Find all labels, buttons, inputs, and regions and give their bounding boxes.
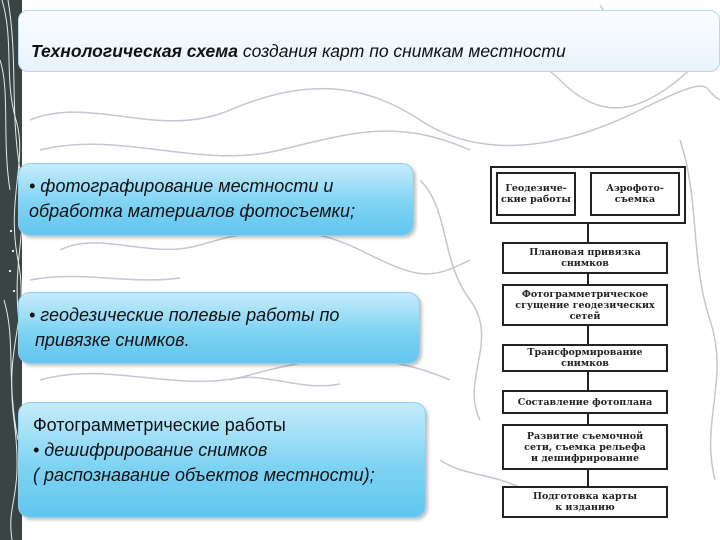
geodetic-bullet-box: • геодезические полевые работы по привяз… (18, 292, 420, 364)
photogrammetry-heading: Фотограмметрические работы (33, 415, 286, 435)
survey-development-line-1: Развитие съемочной (526, 430, 644, 442)
survey-development-line-2: сети, съемка рельефа (524, 441, 646, 453)
title-bold-part: Технологическая схема (31, 41, 238, 61)
geodetic-works-line-2: ские работы (501, 194, 571, 205)
photogrammetry-bullet-box: Фотограмметрические работы • дешифрирова… (18, 402, 426, 518)
survey-development-line-3: и дешифрирование (530, 452, 639, 464)
geodetic-line-1: • геодезические полевые работы по (29, 305, 340, 325)
technology-flowchart: Геодезиче-ские работы Аэрофото-съемка Пл… (490, 166, 686, 524)
planned-tie-line-1: Плановая привязка (529, 247, 641, 258)
densification-line-3: сетей (569, 310, 601, 322)
planned-tie-line-2: снимков (561, 258, 609, 269)
geodetic-line-2: привязке снимков. (35, 330, 190, 350)
slide-title: Технологическая схема создания карт по с… (18, 10, 720, 72)
aerial-survey-line-1: Аэрофото- (606, 183, 664, 194)
transformation-line-1: Трансформирование (527, 347, 643, 358)
left-edge-photo-strip (0, 0, 22, 540)
densification-line-2: сгущение геодезических (515, 299, 655, 311)
transformation-line-2: снимков (561, 358, 609, 369)
photography-line-1: • фотографирование местности и (29, 176, 334, 196)
aerial-survey-line-2: съемка (614, 194, 656, 205)
flowchart-connectors (490, 166, 686, 486)
photography-bullet-box: • фотографирование местности и обработка… (18, 163, 414, 236)
geodetic-works-box: Геодезиче-ские работы (496, 172, 576, 216)
map-publishing-line-1: Подготовка карты (532, 491, 637, 502)
densification-line-1: Фотограмметрическое (521, 288, 649, 300)
photography-line-2: обработка материалов фотосъемки; (29, 201, 356, 221)
photoplan-box: Составление фотоплана (502, 390, 668, 414)
photoplan-label: Составление фотоплана (517, 396, 653, 408)
aerial-survey-box: Аэрофото-съемка (590, 172, 680, 216)
photogrammetry-line-1: • дешифрирование снимков (33, 440, 268, 460)
geodetic-works-line-1: Геодезиче- (505, 183, 567, 194)
map-publishing-line-2: к изданию (555, 502, 615, 513)
photogrammetry-line-2: ( распознавание объектов местности); (33, 465, 375, 485)
title-rest-part: создания карт по снимкам местности (237, 41, 566, 61)
